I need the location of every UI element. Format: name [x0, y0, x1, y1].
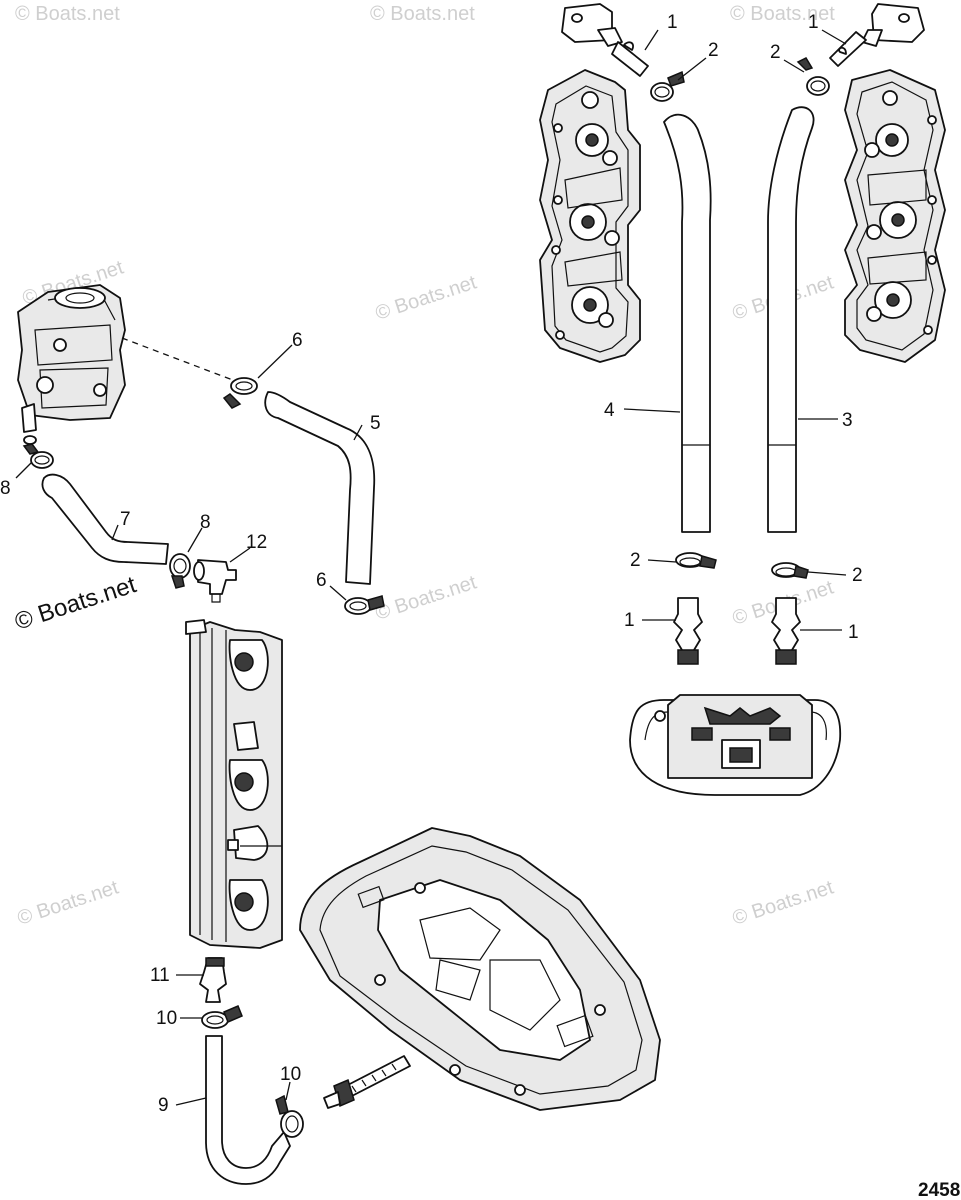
hose-clamp	[169, 553, 191, 589]
callout-2: 2	[630, 550, 641, 571]
callout-12: 12	[246, 532, 267, 553]
callout-7: 7	[120, 509, 131, 530]
hose-fitting	[771, 597, 801, 665]
callouts: 1 2 1 2 3 4 5 6 7 8 12 8 6 2 2 1 1 11 10…	[0, 12, 863, 1116]
hose-4	[663, 113, 712, 533]
watermark: © Boats.net	[730, 3, 835, 25]
cover-fitting-left	[561, 3, 649, 77]
callout-8: 8	[200, 512, 211, 533]
hose-clamp	[201, 1005, 243, 1029]
watermark: © Boats.net	[370, 3, 475, 25]
hose-5	[264, 391, 376, 585]
callout-2: 2	[852, 565, 863, 586]
watermark: © Boats.net	[12, 571, 140, 636]
callout-6: 6	[292, 330, 303, 351]
adapter-plate	[299, 827, 661, 1111]
hose-clamp	[222, 377, 258, 409]
figure-number: 2458	[918, 1180, 960, 1200]
callout-11: 11	[150, 965, 170, 986]
hose-9	[205, 1035, 291, 1185]
vapor-separator-tank	[17, 284, 126, 445]
callout-1: 1	[808, 12, 819, 33]
callout-8: 8	[0, 478, 11, 499]
cover-fitting-right	[829, 3, 925, 67]
callout-1: 1	[667, 12, 678, 33]
callout-1: 1	[848, 622, 859, 643]
hose-clamp	[675, 552, 717, 569]
hose-clamp	[771, 562, 809, 579]
leader-lines	[15, 29, 847, 1106]
cylinder-head-right	[844, 69, 946, 363]
watermark: © Boats.net	[15, 3, 120, 25]
hose-7	[41, 473, 169, 565]
watermark: © Boats.net	[15, 876, 122, 929]
callout-2: 2	[708, 40, 719, 61]
assembly-dashed-line	[121, 337, 239, 383]
hose-fitting	[199, 957, 227, 1003]
callout-5: 5	[370, 413, 381, 434]
hose-clamp	[22, 443, 54, 469]
callout-4: 4	[604, 400, 615, 421]
watermark: © Boats.net	[373, 271, 480, 324]
watermark: © Boats.net	[373, 571, 480, 624]
elbow-fitting	[193, 559, 237, 603]
callout-3: 3	[842, 410, 853, 431]
watermark: © Boats.net	[730, 876, 837, 929]
hose-fitting	[673, 597, 703, 665]
hose-clamp	[796, 57, 830, 96]
callout-6: 6	[316, 570, 327, 591]
callout-2: 2	[770, 42, 781, 63]
callout-9: 9	[158, 1095, 169, 1116]
fuel-rail-manifold	[185, 619, 283, 949]
hose-clamp	[650, 70, 685, 102]
hose-clamp	[344, 595, 385, 615]
callout-10: 10	[280, 1064, 301, 1085]
callout-1: 1	[624, 610, 635, 631]
cylinder-head-left	[539, 69, 641, 363]
engine-block-base	[629, 694, 842, 796]
hose-3	[767, 106, 815, 533]
hose-clamp	[275, 1094, 304, 1138]
threaded-fitting	[323, 1055, 411, 1109]
callout-10: 10	[156, 1008, 177, 1029]
